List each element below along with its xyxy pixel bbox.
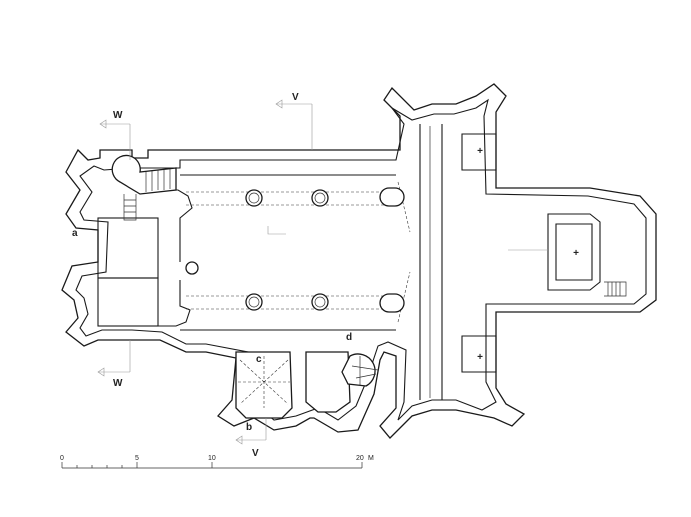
south-chapel-west [235,351,293,419]
arrow-v-bottom [235,435,243,445]
north-altar-room [461,133,497,171]
arrow-w-top [99,119,107,129]
vault-lines [186,181,548,408]
pillar-core [314,296,326,308]
arrow-v-top [275,99,283,109]
pillar-core [314,192,326,204]
crossing-walls [419,124,443,400]
scale-tick-5: 5 [135,455,139,462]
point-labels: a b c d [72,228,352,433]
north-altar-cross: + [477,146,483,157]
apse-platform [555,223,593,281]
point-label-a: a [72,228,78,239]
arrow-w-bottom [97,367,105,377]
outer-walls [61,83,657,439]
stairs [111,154,627,387]
vault-line-north [186,191,396,206]
section-line-v-bottom [236,418,267,441]
north-stair-flight [123,194,137,221]
pillars [185,187,405,313]
section-line-w-top [100,123,131,160]
west-room-lower [97,277,159,327]
south-altar-room [461,335,497,373]
apse-stair [604,281,627,297]
section-label-v-bottom: V [252,448,259,459]
spiral-treads [351,356,379,386]
pillar-core [248,192,260,204]
west-tower-outline [61,83,657,439]
pier [379,187,405,207]
scale-bar-ticks [61,462,363,468]
faint-marks [267,226,548,251]
pier [379,293,405,313]
section-markers: W V W V [97,92,313,459]
section-line-w-bottom [98,340,131,373]
south-altar-cross: + [477,352,483,363]
apse-inner [547,213,601,291]
altars: + + + [477,146,579,363]
pillar [311,189,329,207]
vault-line-south [186,295,396,310]
section-line-v-top [276,103,313,150]
pillar [185,261,199,275]
scale-unit: M [368,455,374,462]
point-label-c: c [256,354,262,365]
south-chapel-east [305,351,351,413]
stair-treads [145,169,171,192]
scale-bar: 0 5 10 20 M [60,455,374,469]
scale-tick-0: 0 [60,455,64,462]
interior-walls [97,124,601,419]
west-tower-inner [75,98,647,421]
scale-tick-20: 20 [356,455,364,462]
south-spiral-stair [341,353,376,387]
scale-tick-10: 10 [208,455,216,462]
section-label-w-bottom: W [113,378,123,389]
pillar [311,293,329,311]
pillar-core [248,296,260,308]
pillar [245,189,263,207]
section-label-v-top: V [292,92,299,103]
north-spiral-stair [111,154,177,195]
pillar [245,293,263,311]
section-label-w-top: W [113,110,123,121]
point-label-d: d [346,332,352,343]
main-altar-cross: + [573,248,579,259]
chapel-vault-ribs [238,356,290,408]
point-label-b: b [246,422,252,433]
vault-line-crossing [397,181,411,323]
